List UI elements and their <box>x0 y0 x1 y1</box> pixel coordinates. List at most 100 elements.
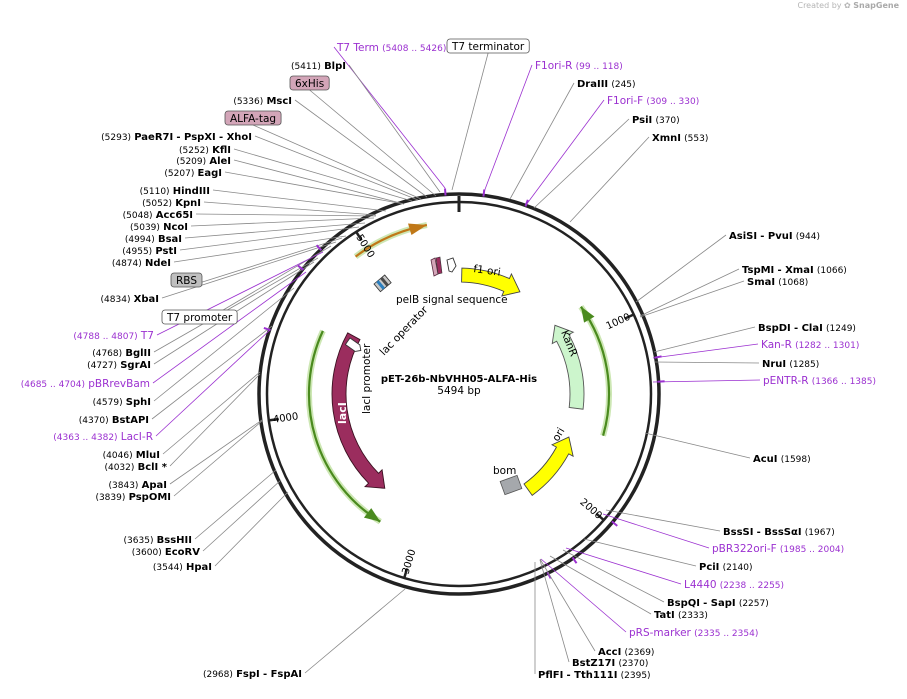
leader-line-kpni <box>204 202 376 215</box>
label-t7: (4788 .. 4807) T7 <box>73 330 154 342</box>
label-sgrai: (4727) SgrAI <box>87 360 151 371</box>
label-bstapi: (4370) BstAPI <box>79 415 149 426</box>
label-t7-term: T7 Term (5408 .. 5426) <box>336 42 446 54</box>
label-acci: AccI (2369) <box>598 647 654 658</box>
site-alias: - XmaI <box>777 265 813 276</box>
label-text: pBR322ori-F (1985 .. 2004) <box>712 543 844 555</box>
label-text: (5411) BlpI <box>291 61 346 72</box>
primer-name: pRS-marker <box>629 627 692 639</box>
label-text: (4579) SphI <box>93 397 151 408</box>
leader-line-psii <box>534 119 629 208</box>
cds-glyphs <box>431 257 456 276</box>
site-alias: - PspXI <box>176 132 215 143</box>
label-pflfi: PflFI - Tth111I (2395) <box>538 670 651 681</box>
site-name: NdeI <box>145 258 171 269</box>
primer-name: L4440 <box>684 579 717 591</box>
site-position: (944) <box>796 232 820 242</box>
primer-range: (4363 .. 4382) <box>53 433 117 443</box>
site-name: NruI <box>762 359 786 370</box>
site-name: HindIII <box>173 186 210 197</box>
label-kfli: (5252) KflI <box>179 145 231 156</box>
label-text: Kan-R (1282 .. 1301) <box>761 339 859 351</box>
site-position: (5209) <box>176 157 206 167</box>
tick-label-4000: 4000 <box>272 411 299 425</box>
primer-name: F1ori-R <box>535 60 572 72</box>
site-name: PciI <box>699 562 719 573</box>
label-blpi: (5411) BlpI <box>291 61 346 72</box>
site-name: BstAPI <box>112 415 149 426</box>
box-label-text: T7 terminator <box>451 41 525 53</box>
leader-line-t7-term <box>334 47 445 188</box>
pelb-lacop-glyph <box>374 275 391 292</box>
site-position: (5336) <box>233 97 263 107</box>
site-name: PstI <box>155 246 177 257</box>
label-text: (3839) PspOMI <box>95 492 171 503</box>
leader-line-draiii <box>510 83 574 199</box>
primer-range: (2335 .. 2354) <box>694 629 758 639</box>
feature-bom: bom <box>493 465 516 477</box>
label-msci: (5336) MscI <box>233 96 292 107</box>
site-name: NcoI <box>163 222 188 233</box>
site-position: (5039) <box>130 223 160 233</box>
leader-line-t7-terminator <box>452 53 488 190</box>
label-text: (4768) BglII <box>92 348 151 359</box>
label-text: F1ori-R (99 .. 118) <box>535 60 623 72</box>
label-text: PflFI - Tth111I (2395) <box>538 670 651 681</box>
label-smai: SmaI (1068) <box>747 277 808 288</box>
site-position: (2370) <box>618 659 648 669</box>
site-name: AcuI <box>753 454 778 465</box>
site-name: BlpI <box>324 61 346 72</box>
site-position: (4768) <box>92 349 122 359</box>
leader-line-xmni <box>570 137 649 222</box>
label-draiii: DraIII (245) <box>577 79 636 90</box>
leader-line-pspomi <box>174 421 262 496</box>
site-position: (1066) <box>817 266 847 276</box>
primer-name: T7 Term <box>336 42 379 54</box>
leader-line-hindiii <box>213 190 386 211</box>
label-f1ori-f: F1ori-F (309 .. 330) <box>607 95 699 107</box>
primer-name: Kan-R <box>761 339 792 351</box>
primer-name: F1ori-F <box>607 95 643 107</box>
primer-name: T7 <box>140 330 154 342</box>
feature-laci-promoter: lacI promoter <box>361 343 373 414</box>
site-position: (5110) <box>140 187 170 197</box>
label-text: AccI (2369) <box>598 647 654 658</box>
leader-line-bspqi <box>563 550 664 602</box>
site-position: (4046) <box>103 451 133 461</box>
site-name: AleI <box>209 156 231 167</box>
leader-line-pentr-r <box>653 380 760 382</box>
label-text: (4046) MluI <box>103 450 160 461</box>
leader-line-ecorv <box>203 480 281 551</box>
leader-line-bcli <box>170 374 260 466</box>
site-position: (370) <box>655 116 679 126</box>
site-name: ApaI <box>142 480 167 491</box>
label-text: (2968) FspI - FspAI <box>203 669 302 680</box>
label-fspi: (2968) FspI - FspAI <box>203 669 302 680</box>
site-name: SmaI <box>747 277 775 288</box>
label-t7-terminator: T7 terminator <box>447 39 529 53</box>
leader-line-kan-r <box>653 344 758 358</box>
orf-arc-kanr-outline <box>581 307 609 436</box>
label-text: (4788 .. 4807) T7 <box>73 330 154 342</box>
site-name: BssHII <box>157 535 192 546</box>
site-position: (1249) <box>826 324 856 334</box>
site-name: AccI <box>598 647 621 658</box>
leader-line-smai <box>640 281 744 317</box>
leader-line-pcii <box>584 539 696 566</box>
label-hpai: (3544) HpaI <box>153 562 212 573</box>
label-tspmi: TspMI - XmaI (1066) <box>742 265 847 276</box>
leader-line-acc65i <box>196 214 376 216</box>
leader-line-paer7i <box>255 136 418 200</box>
site-position: (3635) <box>124 536 154 546</box>
snapgene-logo-icon: ✿ <box>844 1 851 10</box>
site-name: BspDI <box>758 323 791 334</box>
site-name: BclI * <box>138 462 168 473</box>
site-position: (3843) <box>109 481 139 491</box>
leader-line-laci-r <box>156 330 270 436</box>
label-acui: AcuI (1598) <box>753 454 811 465</box>
label-text: AcuI (1598) <box>753 454 811 465</box>
label-ncoi: (5039) NcoI <box>130 222 188 233</box>
label-text: (5110) HindIII <box>140 186 210 197</box>
leader-line-msci <box>295 100 427 197</box>
